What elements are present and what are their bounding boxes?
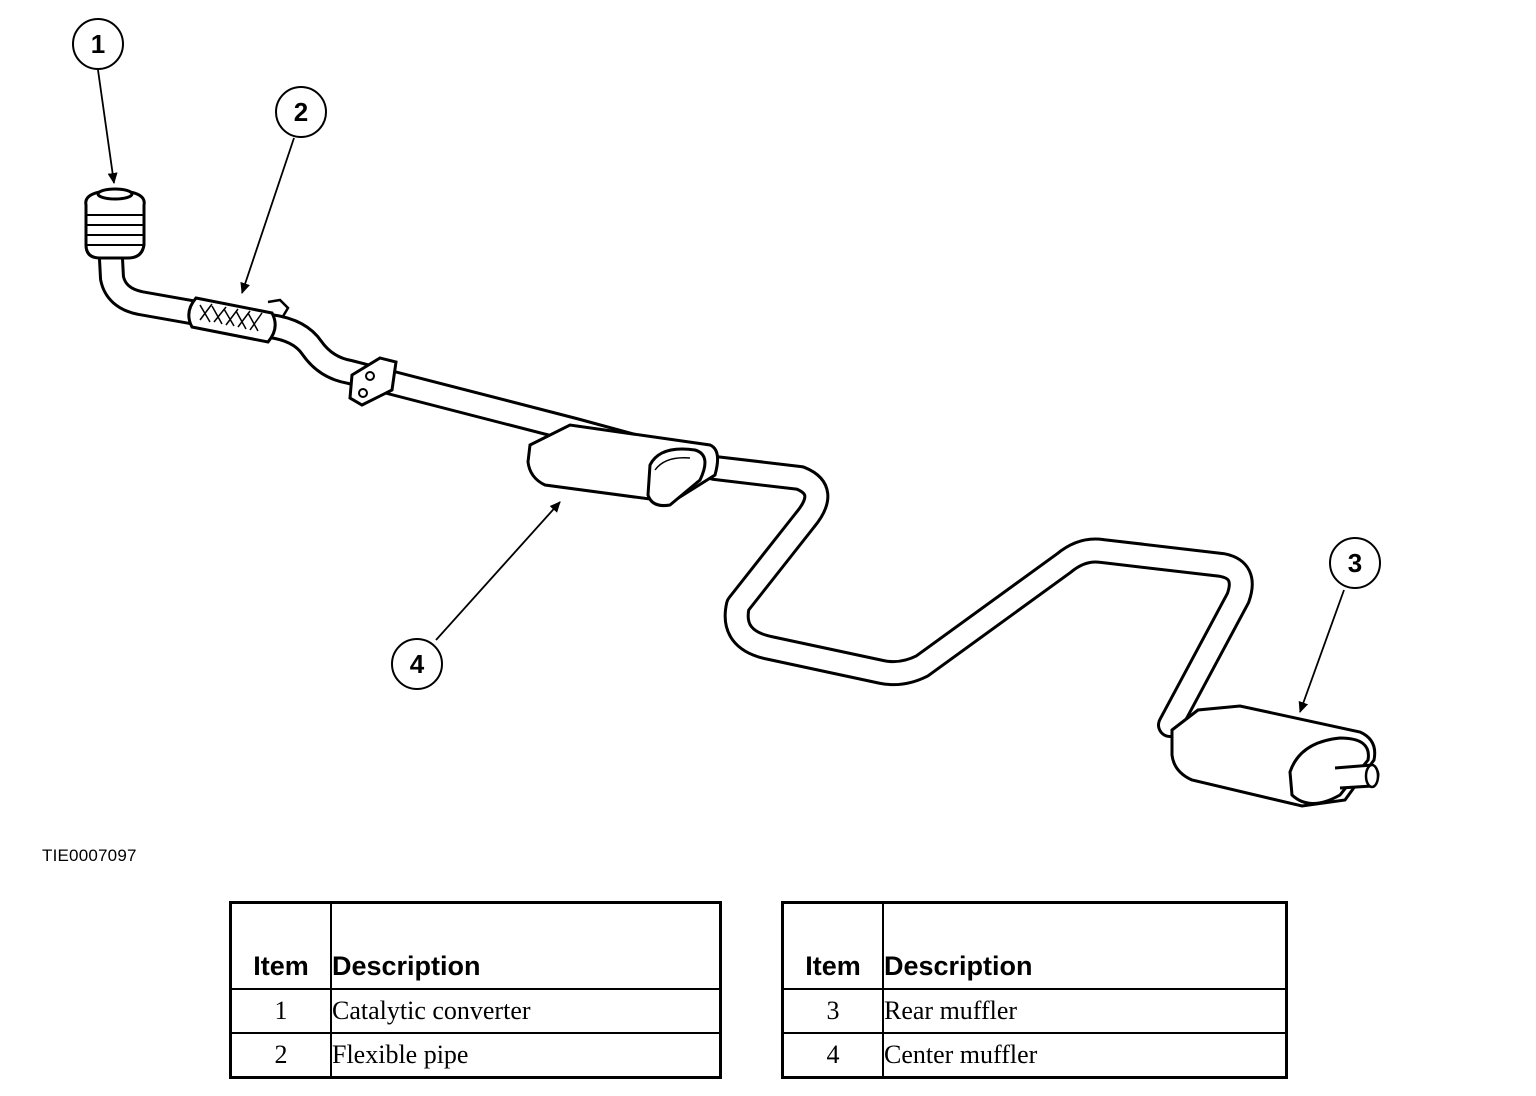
callout-3: 3	[1329, 537, 1381, 589]
item-number: 1	[229, 988, 332, 1034]
legend-table-right: Item Description 3 Rear muffler 4 Center…	[781, 901, 1288, 1079]
item-description: Catalytic converter	[330, 988, 722, 1034]
pipe-flange	[348, 356, 398, 407]
callout-2-number: 2	[294, 97, 308, 127]
item-description: Flexible pipe	[330, 1032, 722, 1079]
table-header-row: Item Description	[229, 901, 722, 990]
item-number: 4	[781, 1032, 884, 1079]
table-row: 1 Catalytic converter	[229, 988, 722, 1034]
table-row: 4 Center muffler	[781, 1032, 1288, 1079]
callout-4-number: 4	[410, 649, 425, 679]
item-number: 2	[229, 1032, 332, 1079]
callout-3-number: 3	[1348, 548, 1362, 578]
exhaust-pipe	[97, 227, 1254, 738]
flexible-pipe	[187, 296, 290, 344]
legend-table-left: Item Description 1 Catalytic converter 2…	[229, 901, 722, 1079]
callout-1-number: 1	[91, 29, 105, 59]
item-number: 3	[781, 988, 884, 1034]
callout-2: 2	[275, 86, 327, 138]
figure-id: TIE0007097	[42, 846, 137, 865]
item-description: Rear muffler	[882, 988, 1288, 1034]
callout-1: 1	[72, 18, 124, 70]
table-row: 2 Flexible pipe	[229, 1032, 722, 1079]
leader-lines	[97, 69, 1345, 713]
table-row: 3 Rear muffler	[781, 988, 1288, 1034]
item-description: Center muffler	[882, 1032, 1288, 1079]
catalytic-converter	[84, 187, 146, 260]
rear-muffler	[1170, 704, 1380, 808]
center-muffler	[526, 423, 720, 507]
column-header-description: Description	[882, 901, 1288, 990]
column-header-description: Description	[330, 901, 722, 990]
exhaust-system-diagram: 1 2 3 4	[72, 18, 1381, 808]
callout-4: 4	[391, 638, 443, 690]
table-header-row: Item Description	[781, 901, 1288, 990]
column-header-item: Item	[229, 901, 332, 990]
column-header-item: Item	[781, 901, 884, 990]
